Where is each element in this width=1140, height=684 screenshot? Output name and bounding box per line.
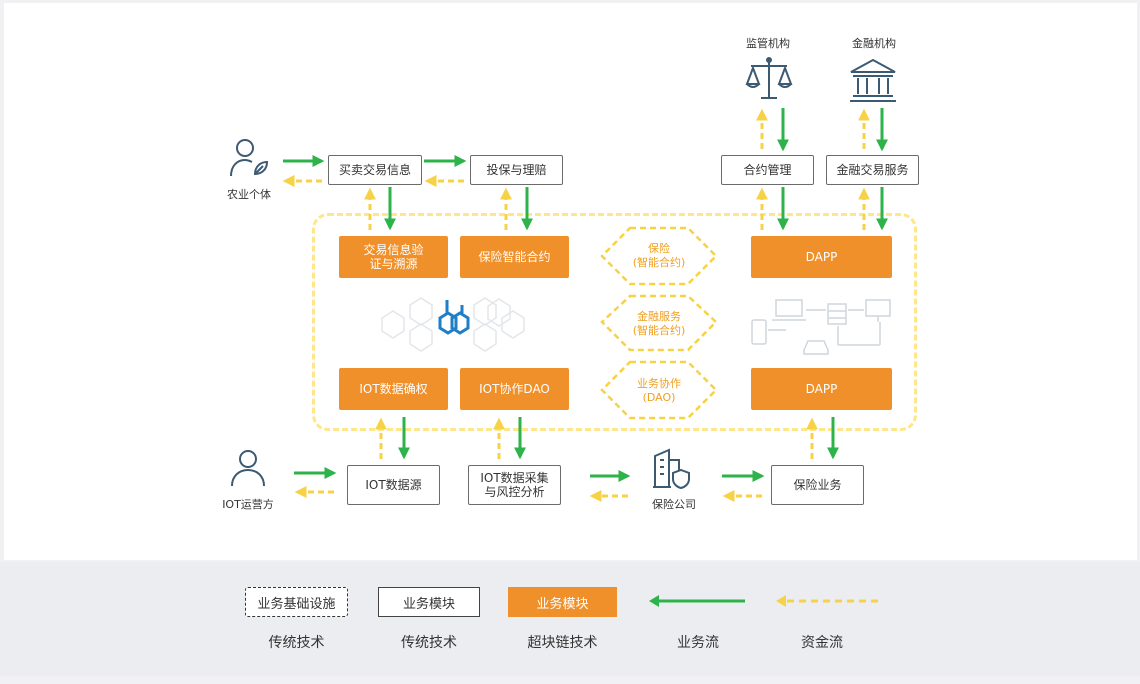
- iot-source-box: IOT数据源: [347, 465, 440, 505]
- hex-dao: [600, 360, 718, 420]
- bank-icon: [850, 58, 896, 102]
- legend-business-flow-arrow: [649, 595, 745, 607]
- insure-claim-box: 投保与理赔: [470, 155, 563, 185]
- insurance-business-box: 保险业务: [771, 465, 864, 505]
- honeycomb-decoration: [381, 297, 525, 352]
- hex-dao-text: 业务协作 (DAO): [612, 377, 706, 405]
- blockchain-logo: [438, 300, 470, 335]
- hex-insurance-line1: 保险: [648, 242, 670, 255]
- hex-finance: [600, 294, 718, 352]
- legend-business-flow-caption: 业务流: [677, 635, 719, 651]
- diagram-panel: [4, 3, 1137, 560]
- blockchain-layer-region: [312, 213, 917, 431]
- hex-finance-line2: (智能合约): [632, 324, 686, 337]
- legend-capital-flow-arrow: [776, 595, 878, 607]
- scales-icon: [745, 57, 793, 99]
- legend-infra-caption: 传统技术: [268, 635, 325, 651]
- hex-insurance-text: 保险 (智能合约): [612, 242, 706, 270]
- contract-management-box: 合约管理: [721, 155, 814, 185]
- hex-finance-line1: 金融服务: [637, 310, 681, 323]
- finance-service-box: 金融交易服务: [826, 155, 919, 185]
- legend-module-box: 业务模块: [378, 587, 480, 617]
- hex-insurance-line2: (智能合约): [632, 256, 686, 269]
- iot-rights-box: IOT数据确权: [339, 368, 448, 410]
- hex-dao-line2: (DAO): [642, 391, 676, 404]
- dapp-bottom-box: DAPP: [751, 368, 892, 410]
- legend-chain-box: 业务模块: [508, 587, 617, 617]
- insurance-company-icon: [653, 448, 690, 490]
- legend-band: [0, 562, 1140, 676]
- iot-dao-box: IOT协作DAO: [460, 368, 569, 410]
- farmer-icon: [230, 139, 269, 177]
- hex-dao-line1: 业务协作: [637, 377, 681, 390]
- hex-insurance: [600, 226, 718, 286]
- legend-chain-caption: 超块链技术: [527, 635, 598, 651]
- hex-finance-text: 金融服务 (智能合约): [612, 310, 706, 338]
- legend-infra-box: 业务基础设施: [245, 587, 348, 617]
- trade-verify-box: 交易信息验证与溯源: [339, 236, 448, 278]
- financial-institution-label: 金融机构: [852, 37, 896, 50]
- legend-capital-flow-caption: 资金流: [801, 635, 843, 651]
- insurance-company-label: 保险公司: [652, 498, 696, 511]
- regulator-label: 监管机构: [746, 37, 790, 50]
- farmer-label: 农业个体: [227, 188, 271, 201]
- iot-operator-label: IOT运营方: [222, 498, 274, 511]
- iot-operator-icon: [231, 450, 265, 487]
- iot-collect-box: IOT数据采集与风控分析: [468, 465, 561, 505]
- insure-contract-box: 保险智能合约: [460, 236, 569, 278]
- legend-module-caption: 传统技术: [401, 635, 457, 651]
- trade-info-box: 买卖交易信息: [328, 155, 422, 185]
- device-illustration: [751, 299, 891, 355]
- dapp-top-box: DAPP: [751, 236, 892, 278]
